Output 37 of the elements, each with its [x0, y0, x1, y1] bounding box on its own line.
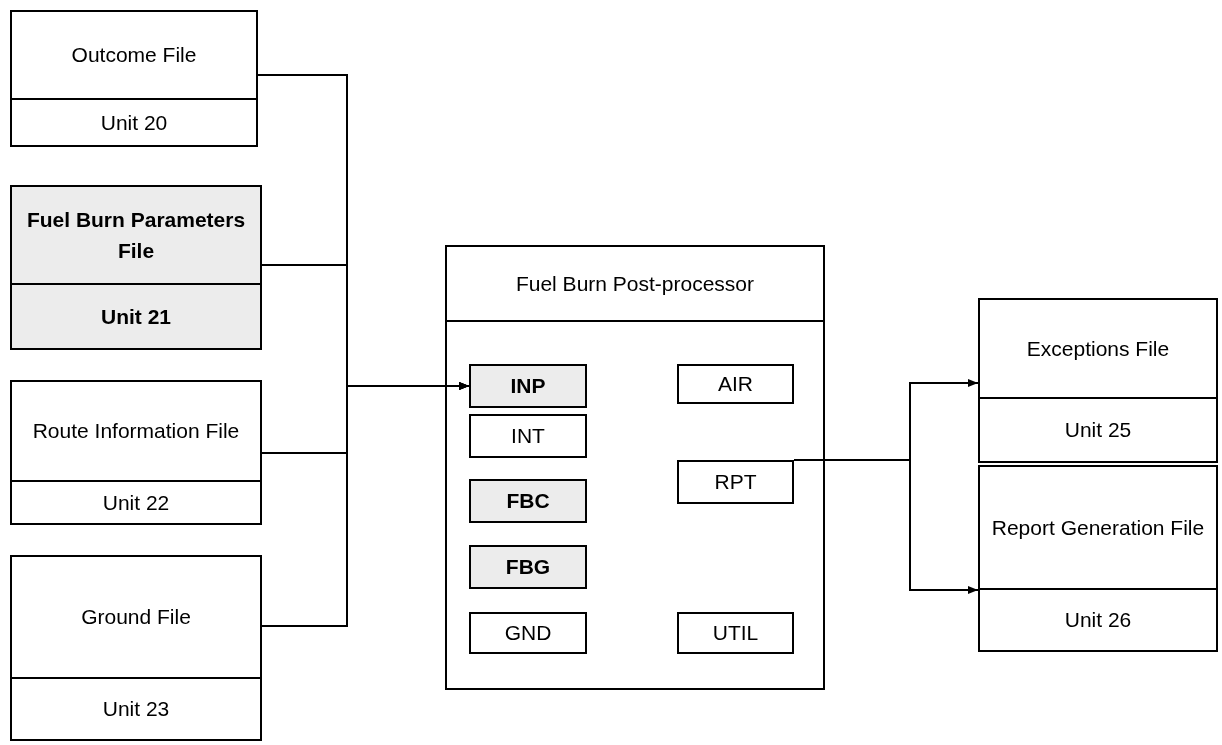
file-box — [10, 185, 262, 350]
box-label: GND — [504, 620, 552, 647]
module-box — [469, 479, 587, 523]
box-label: Unit 23 — [102, 696, 170, 723]
box-label: UTIL — [712, 620, 759, 647]
module-box — [469, 414, 587, 458]
box-label: INT — [511, 423, 545, 450]
module-box — [469, 364, 587, 408]
box-label: Unit 20 — [100, 109, 168, 136]
file-box — [10, 380, 262, 525]
module-box — [469, 545, 587, 589]
box-label: FBC — [506, 488, 550, 515]
file-box — [978, 298, 1218, 463]
box-label: Unit 26 — [1064, 607, 1132, 634]
file-box — [10, 10, 258, 147]
module-box — [677, 612, 794, 654]
module-box — [677, 460, 794, 504]
box-label: Route Information File — [32, 418, 240, 445]
connector-arrow — [261, 382, 470, 627]
box-label: Fuel Burn Post-processor — [515, 270, 755, 297]
box-label: Report Generation File — [991, 514, 1205, 541]
box-label: FBG — [505, 554, 551, 581]
box-label: Ground File — [81, 604, 191, 631]
box-label: Fuel Burn Parameters File — [25, 206, 247, 264]
file-box — [10, 555, 262, 741]
box-label: Unit 21 — [101, 303, 171, 330]
box-label: Unit 25 — [1064, 417, 1132, 444]
file-box — [978, 465, 1218, 652]
box-label: INP — [510, 373, 546, 400]
box-label: Exceptions File — [1026, 335, 1170, 362]
module-box — [677, 364, 794, 404]
module-box — [469, 612, 587, 654]
box-label: RPT — [714, 469, 757, 496]
box-label: Unit 22 — [102, 489, 170, 516]
box-label: Outcome File — [71, 42, 197, 69]
box-label: AIR — [718, 371, 753, 398]
module-container — [445, 245, 825, 690]
